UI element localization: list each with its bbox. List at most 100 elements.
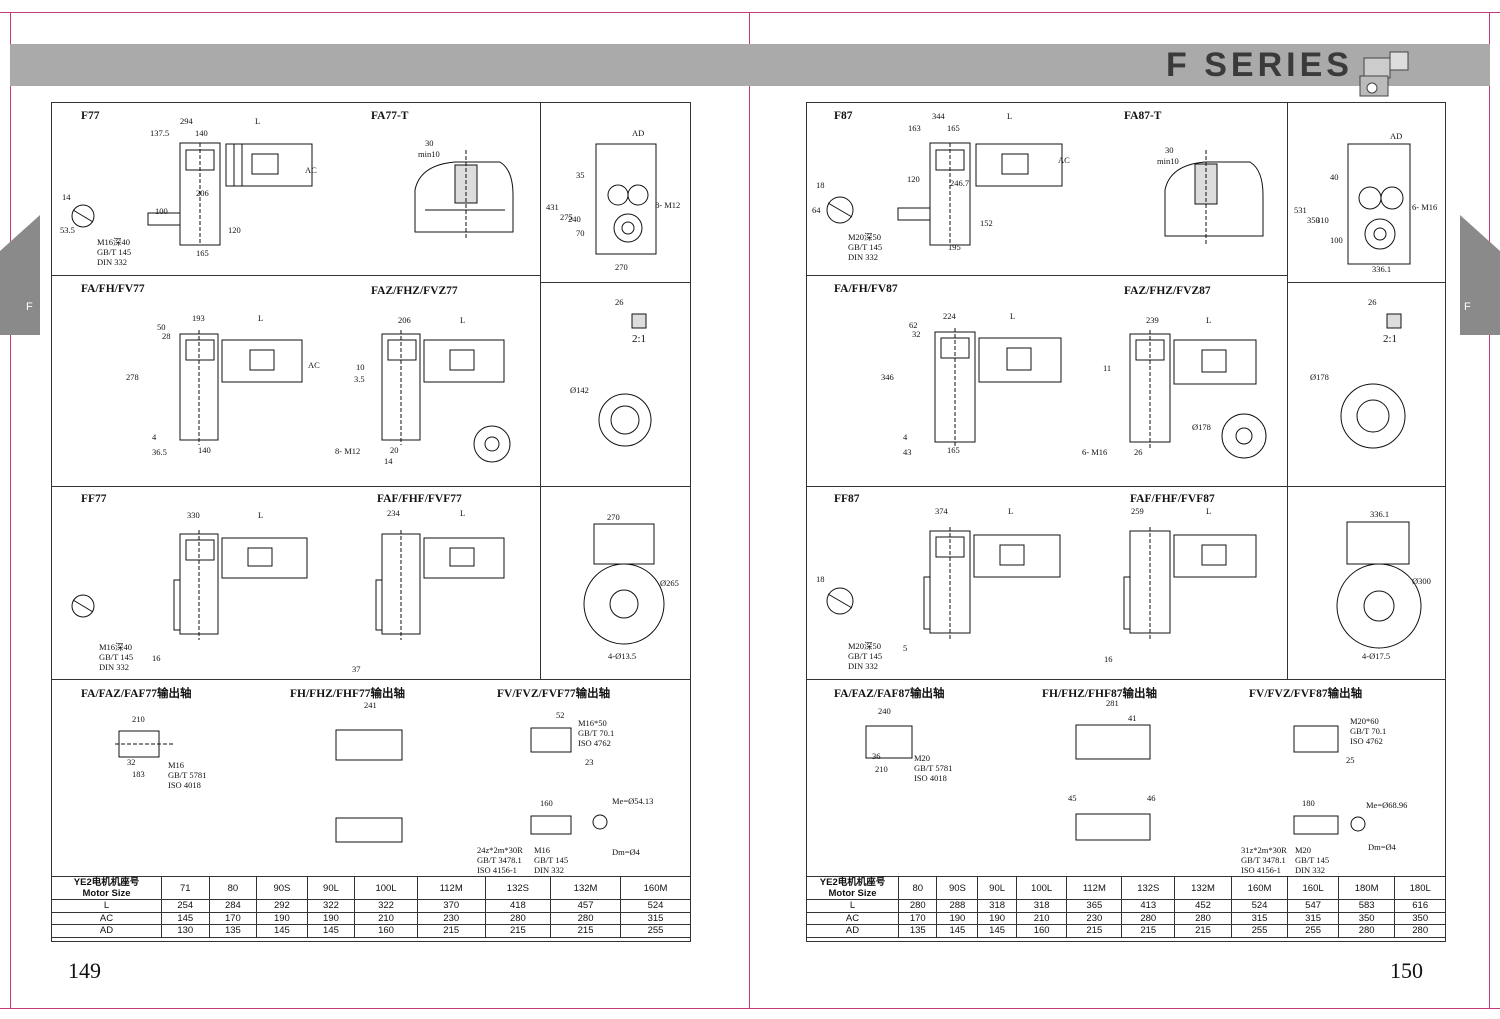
right-col-divider	[1287, 102, 1288, 679]
dim-32-r: 32	[912, 329, 921, 339]
table-row: L 280 288 318 318 365 413 452 524 547 58…	[806, 899, 1446, 913]
table-cell: 170	[208, 911, 258, 925]
label-shaft-fh87: FH/FHZ/FHF87输出轴	[1042, 688, 1157, 700]
table-cell: 322	[306, 899, 356, 913]
dim-142: Ø142	[570, 385, 589, 395]
dim-14: 14	[62, 192, 71, 202]
size-cell: 90L	[977, 876, 1017, 900]
page-number-right: 150	[1390, 958, 1423, 983]
table-cell: 365	[1066, 899, 1123, 913]
dim-16-faf87: 16	[1104, 654, 1113, 664]
table-cell: 547	[1287, 899, 1339, 913]
table-cell: 288	[936, 899, 979, 913]
table-cell: 318	[977, 899, 1017, 913]
label-fa77-t: FA77-T	[371, 110, 409, 122]
table-cell: 280	[550, 911, 622, 925]
table-cell: 210	[354, 911, 418, 925]
dim-152: 152	[980, 218, 993, 228]
table-cell: 457	[550, 899, 622, 913]
note-ratio: 2:1	[632, 333, 647, 345]
dim-L: L	[255, 116, 261, 126]
spline-shaft-fv87	[1290, 810, 1350, 840]
table-cell: 524	[620, 899, 691, 913]
drawing-fa77-side	[160, 330, 320, 450]
dim-L-ff87: L	[1008, 506, 1014, 516]
table-cell: 190	[977, 911, 1017, 925]
table-cell: 190	[936, 911, 979, 925]
dim-L-r: L	[1007, 111, 1013, 121]
dim-37: 37	[352, 664, 361, 674]
dim-270: 270	[615, 262, 628, 272]
table-cell: 190	[306, 911, 356, 925]
table-cell: 145	[161, 911, 210, 925]
table-cell: 616	[1394, 899, 1446, 913]
series-title: F SERIES	[1166, 46, 1353, 84]
table-cell: 280	[1121, 911, 1176, 925]
gearbox-thumbnail-icon	[1352, 50, 1412, 100]
size-cell: 90S	[256, 876, 308, 900]
right-row-divider-1	[806, 275, 1287, 276]
table-cell: 160	[354, 924, 418, 938]
table-cell: 280	[1394, 924, 1446, 938]
dim-30: 30	[425, 138, 434, 148]
table-cell: 215	[416, 924, 486, 938]
dim-36-r: 36	[872, 751, 881, 761]
flange-circle-87	[1335, 378, 1415, 458]
drawing-ff87-side	[890, 527, 1070, 639]
drawing-fa87-side	[915, 328, 1075, 453]
dim-275: 275	[560, 212, 573, 222]
table-cell: 215	[484, 924, 552, 938]
table-header-en: Motor Size	[828, 888, 877, 899]
table-cell: 210	[1015, 911, 1068, 925]
dim-336: 336.1	[1372, 264, 1392, 274]
table-cell: 280	[897, 899, 938, 913]
dim-140b: 140	[198, 445, 211, 455]
size-cell: 132S	[1121, 876, 1176, 900]
table-cell: 322	[354, 899, 418, 913]
size-cell: 132S	[484, 876, 552, 900]
dim-294: 294	[180, 116, 193, 126]
table-cell: 145	[977, 924, 1017, 938]
dim-210-r: 210	[875, 764, 888, 774]
dim-120-r: 120	[907, 174, 920, 184]
shaft-key-section-ff87	[818, 585, 858, 619]
label-shaft-fa77: FA/FAZ/FAF77输出轴	[81, 688, 192, 700]
table-cell: 524	[1230, 899, 1289, 913]
dim-11: 11	[1103, 363, 1112, 373]
left-row-divider-1	[51, 275, 540, 276]
dim-330: 330	[187, 510, 200, 520]
measure-circle-77	[590, 812, 610, 832]
dim-210: 210	[132, 714, 145, 724]
table-cell: 350	[1394, 911, 1446, 925]
dim-140: 140	[195, 128, 208, 138]
size-cell: 71	[161, 876, 210, 900]
dim-4-r: 4	[903, 432, 908, 442]
table-cell: 190	[256, 911, 308, 925]
label-fa-fh-fv87: FA/FH/FV87	[834, 283, 898, 295]
dim-278: 278	[126, 372, 139, 382]
label-f87: F87	[834, 110, 853, 122]
table-header-cn: YE2电机机座号	[73, 877, 140, 888]
left-drawing-panel	[51, 102, 691, 942]
table-cell: 145	[256, 924, 308, 938]
right-row-divider-3	[806, 679, 1446, 680]
dim-25: 25	[1346, 755, 1355, 765]
dim-165: 165	[196, 248, 209, 258]
table-cell: 130	[161, 924, 210, 938]
note-me-87: Me=Ø68.96	[1366, 800, 1408, 810]
table-row: AC 170 190 190 210 230 280 280 315 315 3…	[806, 911, 1446, 925]
dim-23: 23	[585, 757, 594, 767]
table-cell: 583	[1337, 899, 1396, 913]
dim-183: 183	[132, 769, 145, 779]
dim-100-r: 100	[1330, 235, 1343, 245]
drawing-f77-end	[588, 140, 668, 260]
table-header-en: Motor Size	[82, 888, 131, 899]
left-page-border	[10, 12, 750, 1008]
